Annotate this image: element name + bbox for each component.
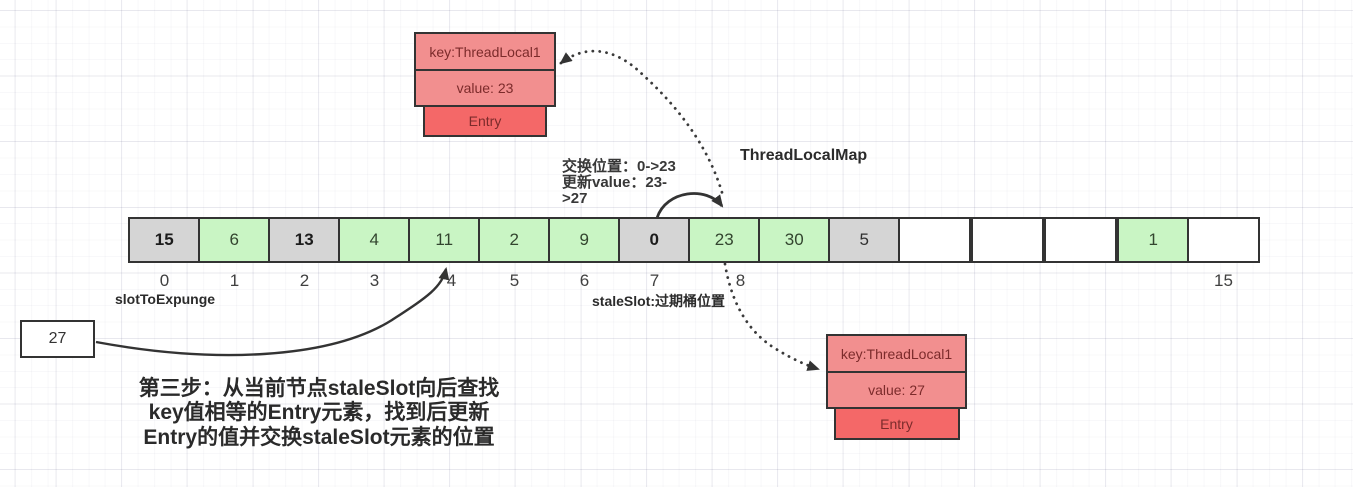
array-cell-10: 5 — [828, 217, 901, 263]
swap-note-line3: >27 — [562, 189, 588, 207]
entry-bottom-key-text: key:ThreadLocal1 — [840, 345, 953, 362]
array-cell-1: 6 — [198, 217, 271, 263]
entry-bottom-label-tab: Entry — [833, 407, 960, 440]
array-cell-8: 23 — [688, 217, 761, 263]
array-cell-value: 15 — [154, 230, 174, 249]
swap-note-line2: 更新value：23- — [562, 173, 668, 191]
entry-top-value-text: value: 23 — [456, 80, 514, 96]
entry-bottom-value-text: value: 27 — [868, 382, 925, 398]
array-cell-4: 11 — [408, 217, 481, 263]
value-curve-arrow — [95, 267, 450, 357]
index-label-8: 8 — [735, 271, 746, 290]
array-cell-0: 15 — [128, 217, 201, 263]
index-label-1: 1 — [229, 271, 240, 290]
entry-top-label-text: Entry — [468, 113, 502, 129]
array-cell-value: 11 — [435, 230, 454, 249]
entry-bottom-key-row: key:ThreadLocal1 — [826, 334, 967, 373]
entry-node-bottom: key:ThreadLocal1 value: 27 Entry — [826, 334, 967, 440]
index-label-0: 0 — [159, 271, 170, 290]
value-27-text: 27 — [48, 330, 67, 347]
array-cell-value: 30 — [784, 230, 804, 249]
array-cell-value: 23 — [714, 230, 734, 249]
array-cell-12 — [971, 217, 1044, 263]
entry-bottom-value-row: value: 27 — [826, 371, 967, 409]
index-label-2: 2 — [299, 271, 310, 290]
slot-to-expunge-label: slotToExpunge — [115, 291, 216, 307]
slot-array: 15 6 13 4 11 2 9 0 23 30 5 1 — [128, 217, 1260, 263]
array-cell-5: 2 — [478, 217, 551, 263]
index-label-4: 4 — [446, 271, 457, 290]
value-27-box: 27 — [20, 320, 95, 358]
array-cell-value: 0 — [649, 230, 659, 249]
index-label-5: 5 — [509, 271, 520, 290]
entry-top-label-tab: Entry — [423, 105, 547, 137]
entry-top-key-row: key:ThreadLocal1 — [414, 32, 556, 71]
array-cell-14: 1 — [1117, 217, 1190, 263]
entry-top-key-text: key:ThreadLocal1 — [429, 43, 541, 60]
step-note-line2: key值相等的Entry元素，找到后更新 — [148, 401, 490, 425]
index-label-3: 3 — [369, 271, 380, 290]
step-note-line3: Entry的值并交换staleSlot元素的位置 — [143, 425, 495, 449]
array-cell-value: 6 — [229, 230, 239, 249]
array-cell-13 — [1044, 217, 1117, 263]
index-label-6: 6 — [579, 271, 590, 290]
array-cell-value: 2 — [509, 230, 519, 249]
stale-slot-label: staleSlot:过期桶位置 — [592, 293, 726, 309]
array-cell-value: 1 — [1148, 230, 1158, 249]
entry-bottom-label-text: Entry — [880, 415, 913, 432]
array-cell-15 — [1187, 217, 1260, 263]
swap-note: 交换位置：0->23 更新value：23- >27 — [562, 159, 676, 206]
threadlocalmap-label: ThreadLocalMap — [740, 147, 868, 164]
index-label-7: 7 — [649, 271, 660, 290]
index-label-15: 15 — [1214, 271, 1233, 290]
array-cell-11 — [898, 217, 971, 263]
array-cell-value: 9 — [579, 230, 589, 249]
swap-note-line1: 交换位置：0->23 — [562, 158, 676, 175]
array-cell-value: 4 — [369, 230, 379, 249]
step-note: 第三步：从当前节点staleSlot向后查找 key值相等的Entry元素，找到… — [128, 377, 510, 450]
array-cell-value: 5 — [859, 230, 869, 249]
array-cell-9: 30 — [758, 217, 831, 263]
entry-node-top: key:ThreadLocal1 value: 23 Entry — [414, 32, 556, 137]
array-cell-3: 4 — [338, 217, 411, 263]
step-note-line1: 第三步：从当前节点staleSlot向后查找 — [138, 377, 500, 400]
array-cell-2: 13 — [268, 217, 341, 263]
array-cell-value: 13 — [294, 230, 314, 249]
array-cell-7: 0 — [618, 217, 691, 263]
array-cell-6: 9 — [548, 217, 621, 263]
entry-top-value-row: value: 23 — [414, 69, 556, 107]
